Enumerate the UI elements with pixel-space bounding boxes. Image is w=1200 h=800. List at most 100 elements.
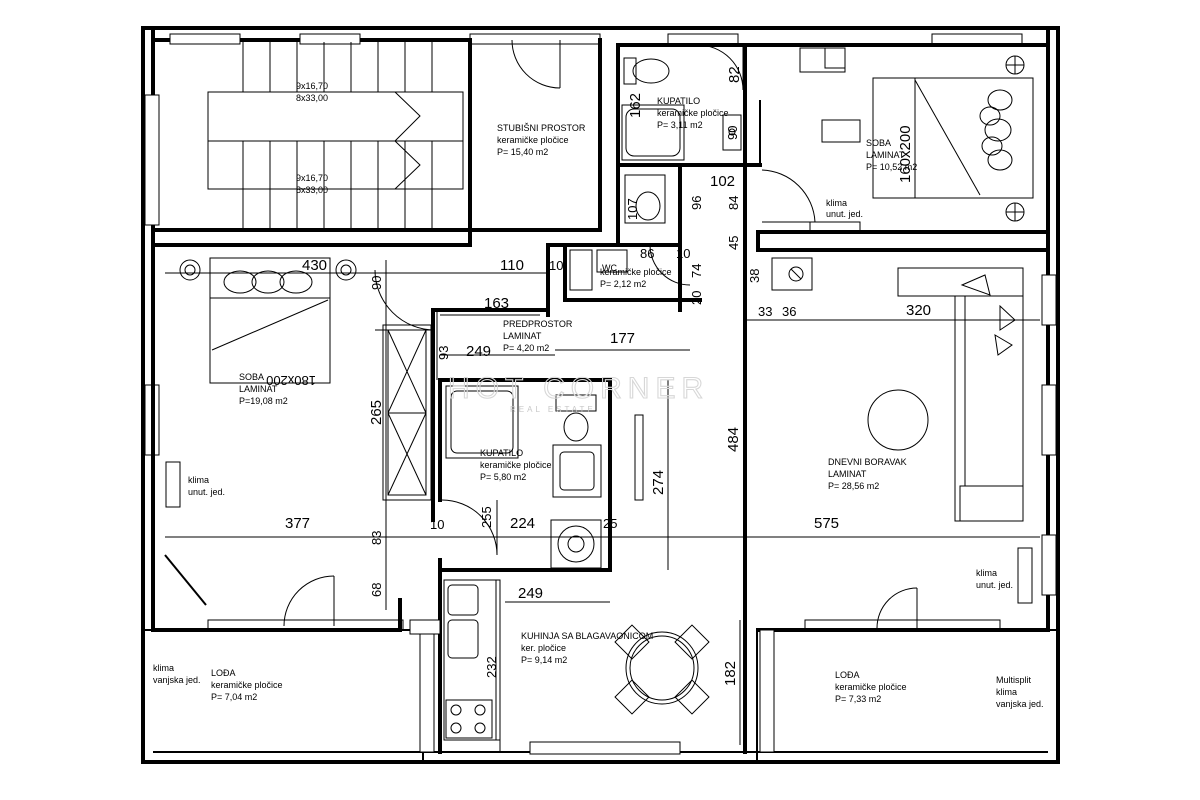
dim-74: 74 — [689, 264, 704, 278]
dim-38: 38 — [747, 269, 762, 283]
bed-left-size: 180x200 — [266, 373, 316, 388]
windows-side — [144, 94, 1057, 596]
ac-lr-1: klima — [976, 568, 997, 578]
loggia-right-finish: keramičke pločice — [835, 682, 907, 692]
ac-out-l-1: klima — [153, 663, 174, 673]
bedroom-right — [743, 43, 1050, 252]
hallway-bath — [431, 163, 747, 754]
kitchen-name: KUHINJA SA BLAGAVAONICOM — [521, 631, 653, 641]
bath-top-area: P= 3,11 m2 — [657, 120, 703, 130]
wc — [546, 163, 702, 317]
ac-lr-2: unut. jed. — [976, 580, 1013, 590]
dim-33: 33 — [758, 304, 772, 319]
stair-note-1a: 9x16,70 — [296, 81, 328, 91]
ac-right-2: unut. jed. — [826, 209, 863, 219]
dim-102: 102 — [710, 173, 735, 190]
dim-232: 232 — [484, 656, 499, 678]
watermark-subtitle: REAL ESTATE — [510, 405, 596, 414]
dim-163: 163 — [484, 295, 509, 312]
stairwell-area: P= 15,40 m2 — [497, 147, 548, 157]
dim-484: 484 — [725, 427, 742, 452]
dim-20: 20 — [689, 291, 704, 305]
bed-left-finish: LAMINAT — [239, 384, 278, 394]
watermark-text: HOT CORNER — [448, 372, 709, 405]
dim-377: 377 — [285, 515, 310, 532]
dim-224: 224 — [510, 515, 535, 532]
dim-162: 162 — [627, 93, 644, 118]
stairwell-name: STUBIŠNI PROSTOR — [497, 123, 586, 133]
dim-274: 274 — [650, 470, 667, 495]
bath-top-finish: keramičke pločice — [657, 108, 729, 118]
dim-265: 265 — [368, 400, 385, 425]
dim-249a: 249 — [466, 343, 491, 360]
bath-mid-name: KUPATILO — [480, 448, 523, 458]
dim-182: 182 — [722, 661, 739, 686]
loggia-right-area: P= 7,33 m2 — [835, 694, 881, 704]
wc-area: P= 2,12 m2 — [600, 279, 646, 289]
loggia-left-finish: keramičke pločice — [211, 680, 283, 690]
bed-right-finish: LAMINAT — [866, 150, 905, 160]
bedroom-left — [151, 228, 472, 632]
kitchen-finish: ker. pločice — [521, 643, 566, 653]
stairwell-finish: keramičke pločice — [497, 135, 569, 145]
dim-68: 68 — [369, 583, 384, 597]
dim-177: 177 — [610, 330, 635, 347]
loggia-right-name: LOĐA — [835, 670, 860, 680]
stair-note-2b: 8x33,00 — [296, 185, 328, 195]
bath-mid-finish: keramičke pločice — [480, 460, 552, 470]
bath-top-name: KUPATILO — [657, 96, 700, 106]
dim-82: 82 — [726, 66, 743, 83]
loggia-left-name: LOĐA — [211, 668, 236, 678]
living-name: DNEVNI BORAVAK — [828, 457, 907, 467]
living-finish: LAMINAT — [828, 469, 867, 479]
living-room — [756, 248, 1050, 632]
bed-right-size: 160x200 — [897, 125, 914, 183]
living-area: P= 28,56 m2 — [828, 481, 879, 491]
dim-96: 96 — [689, 196, 704, 210]
dim-430: 430 — [302, 257, 327, 274]
loggias — [142, 619, 1059, 763]
wc-name: WC — [602, 263, 617, 273]
ac-right-1: klima — [826, 198, 847, 208]
dim-25: 25 — [603, 516, 617, 531]
bed-right-area: P= 10,52 m2 — [866, 162, 917, 172]
dim-45: 45 — [726, 236, 741, 250]
dim-90: 90 — [369, 276, 384, 290]
ac-multi-1: Multisplit — [996, 675, 1032, 685]
ac-multi-3: vanjska jed. — [996, 699, 1044, 709]
wc-finish-2: keramičke pločice — [600, 267, 672, 277]
hall-finish: LAMINAT — [503, 331, 542, 341]
windows-top — [169, 33, 1023, 45]
ac-left-1: klima — [188, 475, 209, 485]
bed-left-name: SOBA — [239, 372, 264, 382]
dim-84: 84 — [726, 196, 741, 210]
hall-name: PREDPROSTOR — [503, 319, 573, 329]
ac-left-2: unut. jed. — [188, 487, 225, 497]
kitchen — [443, 579, 710, 755]
bed-right-name: SOBA — [866, 138, 891, 148]
bathroom-top — [616, 43, 762, 167]
dim-107: 107 — [625, 198, 640, 220]
dim-36: 36 — [782, 304, 796, 319]
dim-320: 320 — [906, 302, 931, 319]
dim-249b: 249 — [518, 585, 543, 602]
loggia-left-area: P= 7,04 m2 — [211, 692, 257, 702]
bath-mid-area: P= 5,80 m2 — [480, 472, 526, 482]
dim-86: 86 — [640, 246, 654, 261]
dim-10a: 10 — [549, 258, 563, 273]
dim-255: 255 — [479, 506, 494, 528]
ac-multi-2: klima — [996, 687, 1017, 697]
bed-left-area: P=19,08 m2 — [239, 396, 288, 406]
dimension-lines — [165, 260, 1040, 745]
ac-out-l-2: vanjska jed. — [153, 675, 201, 685]
kitchen-area: P= 9,14 m2 — [521, 655, 567, 665]
dim-10b: 10 — [430, 517, 444, 532]
stairwell — [151, 38, 602, 232]
dim-93: 93 — [436, 346, 451, 360]
dim-90b: 90 — [725, 126, 740, 140]
dim-575: 575 — [814, 515, 839, 532]
dim-83: 83 — [369, 531, 384, 545]
dim-110: 110 — [500, 257, 524, 274]
hall-area: P= 4,20 m2 — [503, 343, 549, 353]
